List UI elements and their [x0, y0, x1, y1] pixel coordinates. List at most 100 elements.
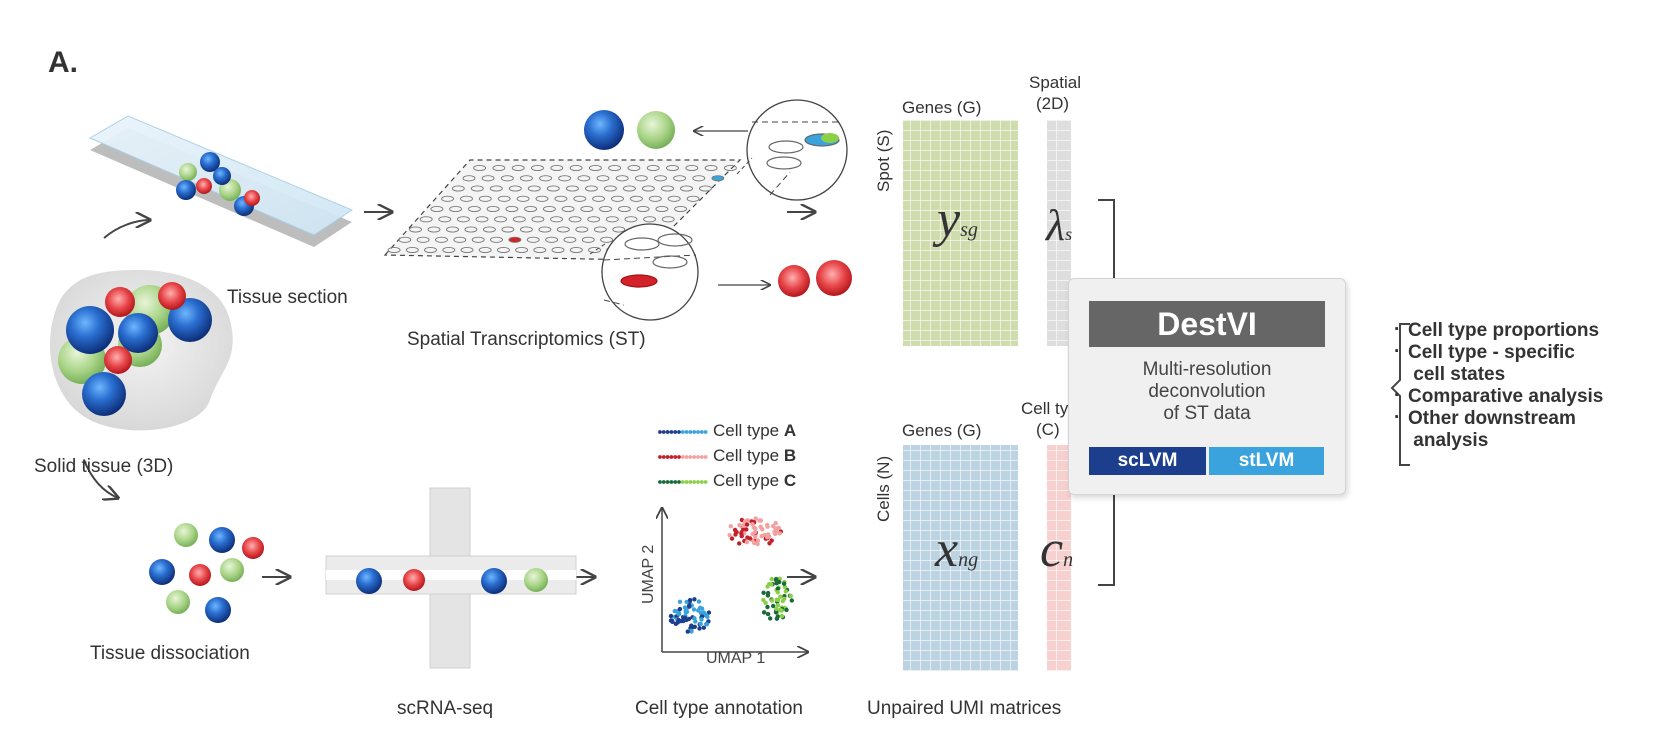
st-spot — [617, 205, 631, 213]
panel-label: A. — [48, 46, 78, 79]
legend-item-a: Cell type A — [713, 421, 797, 440]
legend-dot-a — [699, 430, 704, 434]
umap-point-cluster-a — [689, 623, 694, 628]
st-spot — [435, 236, 448, 243]
st-spot — [686, 195, 700, 202]
umap-point-cluster-a — [697, 626, 702, 631]
st-spot — [442, 246, 456, 254]
umap-point-cluster-c — [784, 607, 789, 613]
legend-dot-a — [688, 430, 693, 434]
y-sg-symbol: ysg — [937, 191, 978, 248]
umap-point-cluster-b — [741, 523, 746, 528]
st-spot — [398, 236, 412, 243]
st-spot — [515, 246, 529, 254]
umap-plot — [658, 430, 808, 652]
umap-point-cluster-b — [739, 517, 745, 523]
umap-point-cluster-b — [739, 531, 744, 536]
umap-point-cluster-a — [681, 618, 686, 624]
umap-point-cluster-a — [689, 629, 694, 634]
st-spot — [545, 236, 559, 243]
umap-point-cluster-a — [696, 599, 702, 604]
umap-point-cluster-c — [779, 613, 785, 619]
umap-point-cluster-b — [744, 540, 750, 545]
st-spot — [511, 164, 525, 172]
tissue-section-label: Tissue section — [227, 287, 348, 308]
umap-point-cluster-a — [676, 612, 682, 617]
st-spot — [542, 205, 556, 213]
st-spot — [634, 175, 648, 182]
output-item-comparative: Comparative analysis — [1394, 385, 1603, 408]
unpaired-umi-label: Unpaired UMI matrices — [867, 698, 1062, 719]
st-spot — [611, 195, 624, 202]
umap-point-cluster-a — [668, 613, 674, 619]
st-spot — [460, 246, 474, 254]
umap-point-cluster-b — [744, 527, 749, 532]
umap-point-cluster-c — [761, 597, 766, 603]
st-spot — [680, 185, 693, 192]
st-spot — [629, 195, 643, 202]
st-spot — [526, 236, 540, 243]
st-spot — [575, 226, 589, 233]
zoom-blue-cell — [584, 110, 624, 150]
stlvm-badge: stLVM — [1209, 447, 1324, 475]
st-spot — [577, 175, 591, 182]
legend-dot-b — [677, 455, 681, 459]
umap-point-cluster-b — [773, 526, 778, 531]
sc-expression-matrix — [903, 445, 1018, 671]
zoom-circle-top — [746, 99, 848, 201]
umap-point-cluster-c — [765, 611, 771, 617]
st-spot — [427, 226, 441, 233]
umap-point-cluster-c — [775, 590, 780, 595]
legend-dot-a — [684, 430, 689, 434]
st-spot — [558, 175, 572, 182]
st-spot — [624, 216, 638, 223]
legend-dot-c — [673, 480, 678, 484]
legend-dot-b — [680, 455, 685, 459]
st-spot — [600, 236, 614, 243]
st-spot — [546, 185, 560, 192]
st-spot — [516, 195, 530, 202]
st-spot — [519, 175, 533, 182]
st-spot — [478, 195, 492, 202]
umap-point-cluster-c — [788, 593, 793, 599]
st-spot — [405, 246, 419, 254]
legend-dot-a — [673, 430, 678, 434]
st-spot — [527, 185, 541, 192]
legend-dot-a — [658, 430, 662, 434]
legend-dot-c — [677, 480, 681, 484]
st-spot — [556, 226, 570, 233]
sc-genes-label: Genes (G) — [902, 421, 982, 440]
st-spot — [486, 205, 500, 213]
st-spot — [482, 226, 496, 233]
st-spot — [580, 205, 594, 213]
st-spot — [453, 236, 467, 243]
umap-point-cluster-b — [737, 541, 742, 546]
solid-tissue-blob — [50, 270, 233, 431]
st-spot — [654, 175, 667, 182]
st-spot — [501, 226, 515, 233]
umap-point-cluster-c — [781, 581, 787, 586]
st-spot — [500, 175, 514, 182]
arrow-to-section — [103, 220, 150, 239]
st-spot — [387, 246, 401, 254]
st-spot — [449, 205, 463, 213]
st-spot — [622, 185, 636, 192]
st-spot — [464, 226, 478, 233]
umap-point-cluster-c — [777, 576, 782, 581]
legend-dot-b — [658, 455, 662, 459]
st-spot — [704, 164, 718, 172]
st-spot — [505, 205, 519, 213]
umap-point-cluster-c — [769, 598, 775, 603]
legend-dot-b — [692, 455, 697, 459]
st-expression-matrix — [903, 120, 1018, 346]
st-spot — [593, 226, 607, 233]
umap-point-cluster-c — [765, 584, 770, 589]
st-spot — [615, 175, 629, 182]
legend-dot-b — [696, 455, 700, 459]
umap-point-cluster-a — [692, 597, 697, 602]
cells-axis-label: Cells (N) — [874, 455, 893, 522]
st-spot — [538, 226, 552, 233]
st-spot — [531, 164, 544, 172]
st-spot — [519, 226, 533, 233]
umap-point-cluster-c — [769, 582, 774, 587]
